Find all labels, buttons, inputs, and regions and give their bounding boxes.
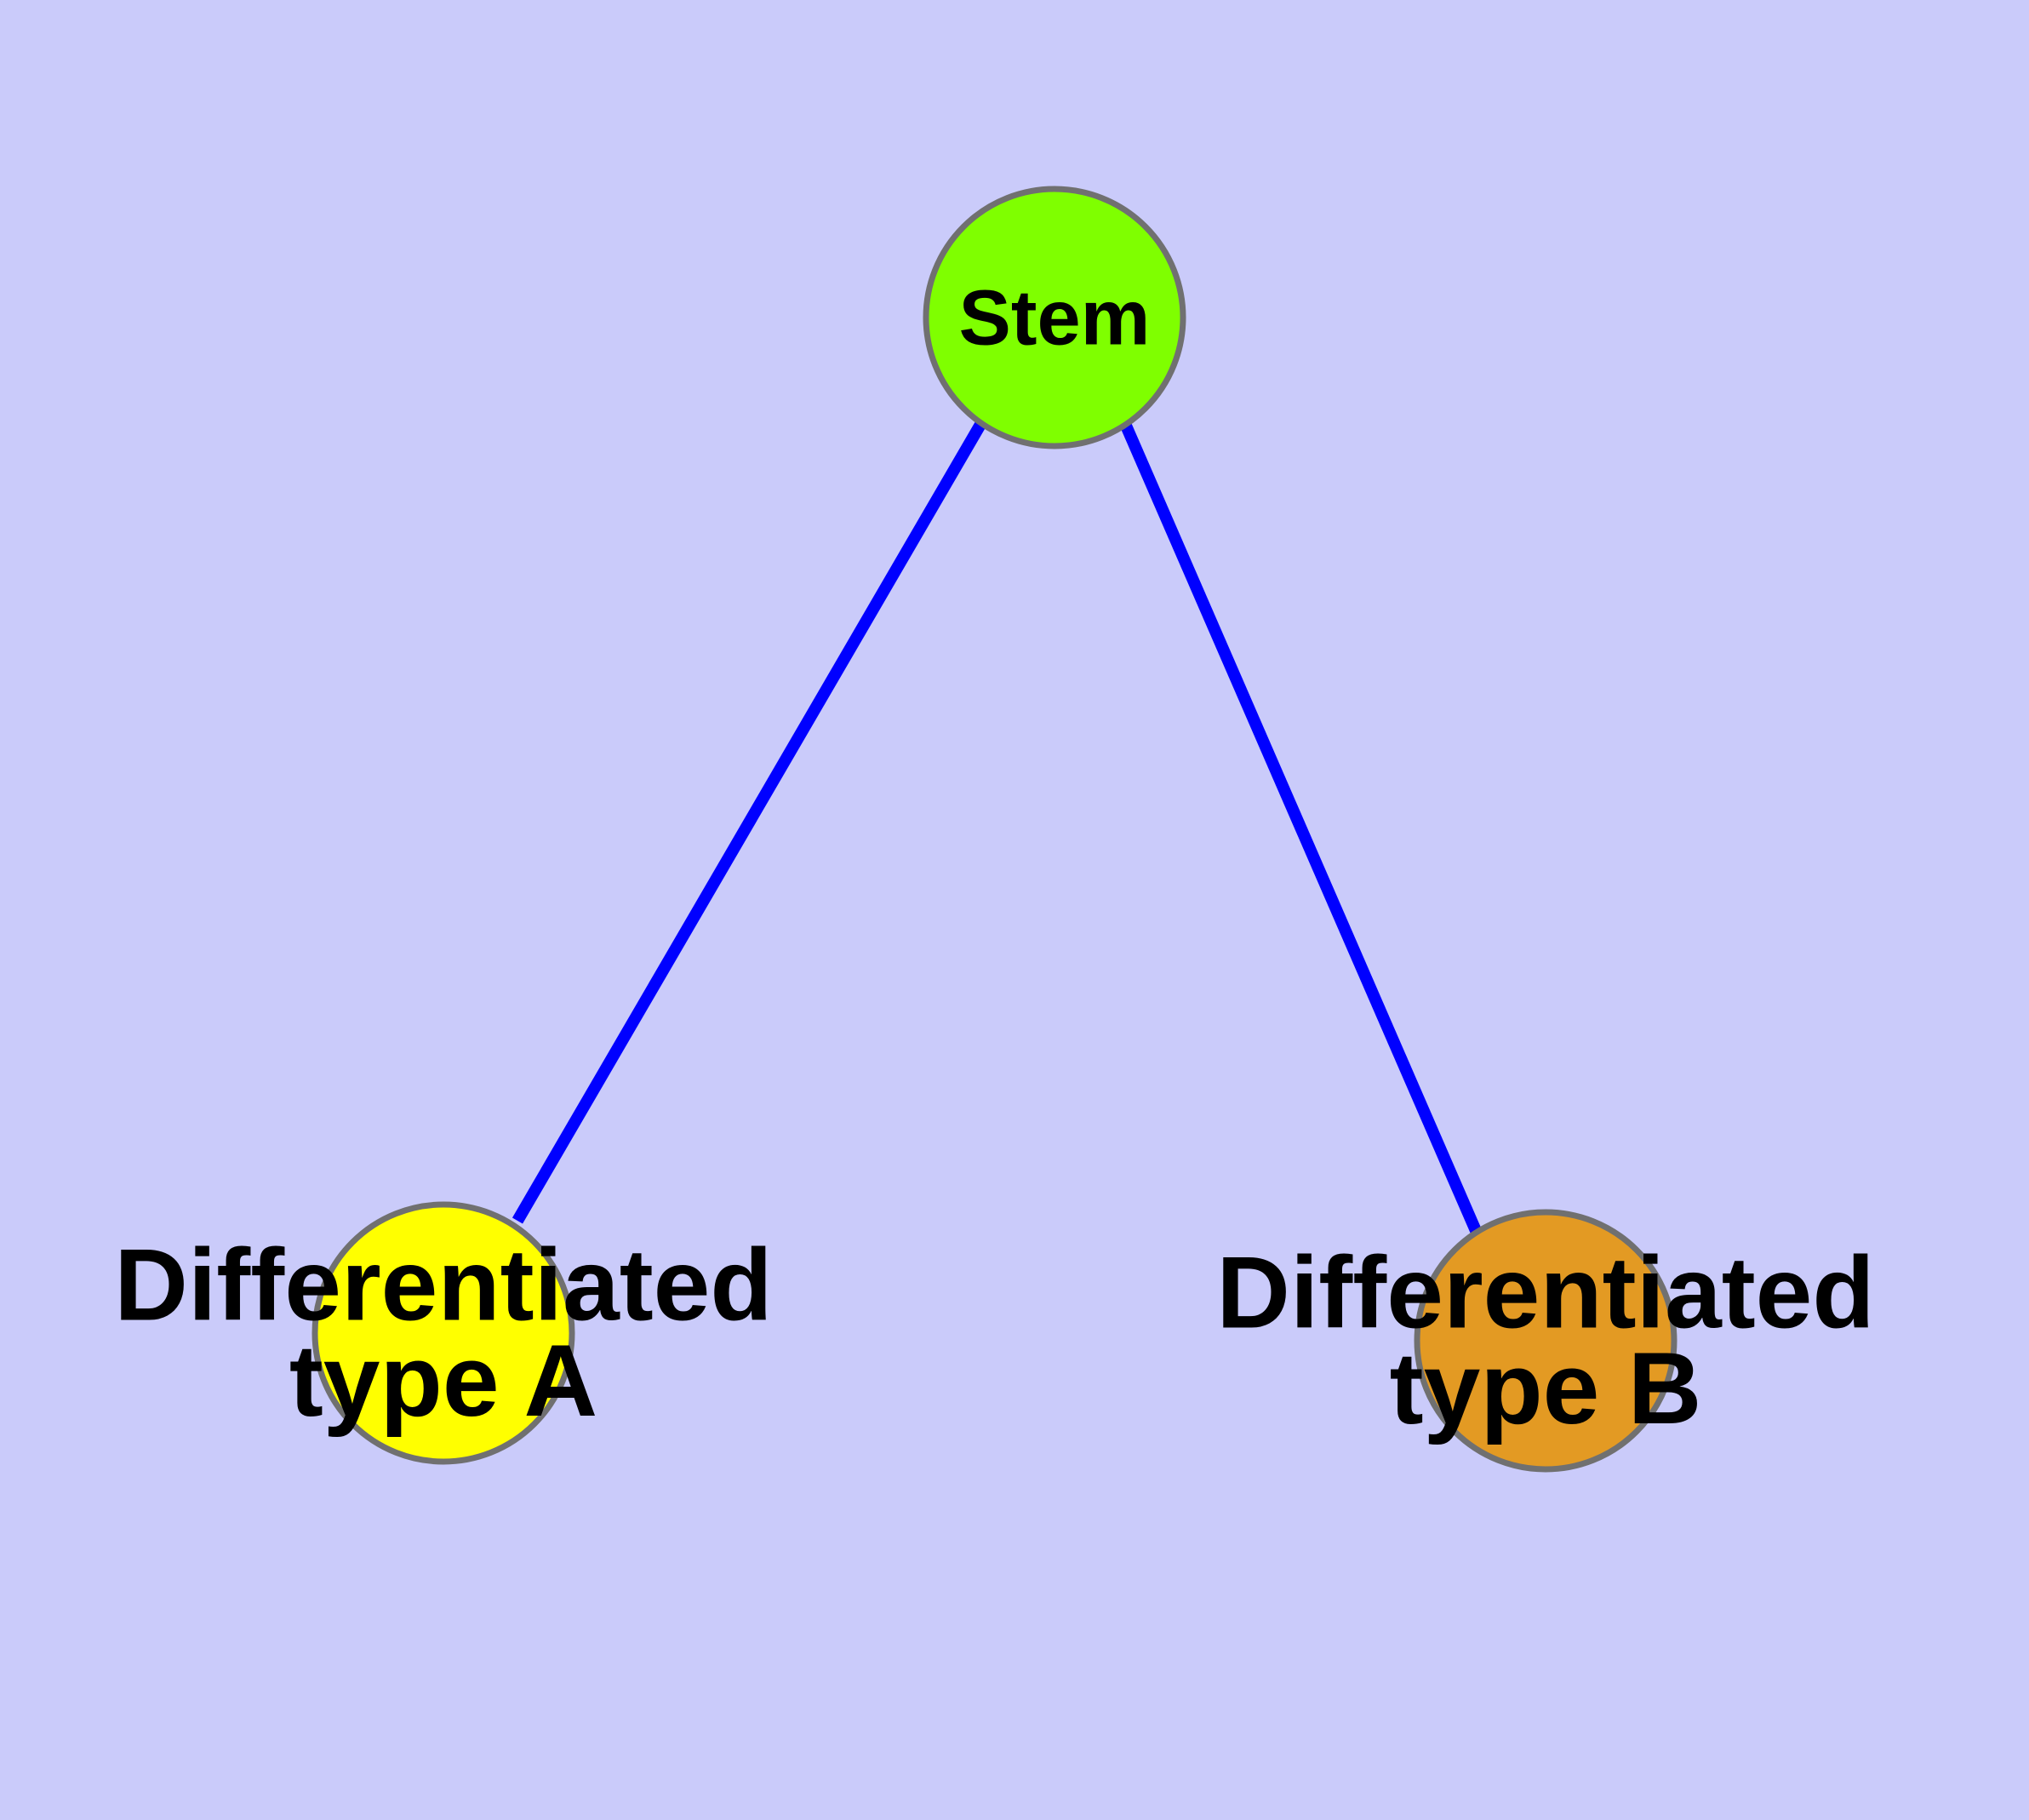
node-label-line: type A (289, 1324, 597, 1438)
node-label-line: type B (1390, 1331, 1702, 1445)
node-stem-label: Stem (959, 274, 1151, 361)
node-label-line: Stem (959, 274, 1151, 361)
node-differentiated-type-a[interactable] (311, 1201, 575, 1465)
node-stem[interactable] (923, 186, 1186, 449)
nodes-layer (311, 186, 1677, 1473)
node-differentiated-type-a-circle[interactable] (311, 1201, 575, 1465)
node-differentiated-type-b[interactable] (1414, 1209, 1677, 1473)
node-differentiated-type-b-circle[interactable] (1414, 1209, 1677, 1473)
edges-layer (512, 420, 1483, 1235)
node-stem-circle[interactable] (923, 186, 1186, 449)
node-label-line: Differentiated (114, 1228, 772, 1342)
edge-stem-to-differentiated-type-b[interactable] (1120, 423, 1483, 1235)
node-label-line: Differentiated (1216, 1235, 1874, 1349)
edge-stem-to-differentiated-type-a[interactable] (512, 420, 987, 1224)
